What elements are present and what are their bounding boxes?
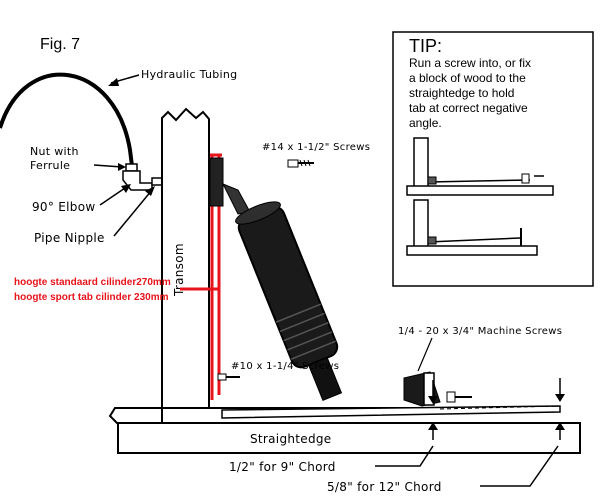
pipe-nipple-label: Pipe Nipple bbox=[34, 231, 105, 245]
ferrule-label: Ferrule bbox=[30, 159, 70, 172]
tip-line-4: tab at correct negative bbox=[409, 101, 528, 115]
trim-tab-plate bbox=[221, 405, 561, 419]
chord-9-dimension bbox=[428, 380, 438, 440]
bracket-tab bbox=[221, 183, 251, 215]
elbow-arrowhead bbox=[121, 184, 131, 193]
tubing-arrowhead bbox=[108, 78, 119, 86]
chord-12-leader bbox=[480, 445, 559, 487]
chord-9-label: 1/2" for 9" Chord bbox=[229, 460, 336, 474]
straightedge-label: Straightedge bbox=[250, 432, 331, 446]
tip-line-3: straightedge to hold bbox=[409, 86, 514, 100]
tab-bracket-plate bbox=[423, 372, 435, 406]
transom-bracket bbox=[209, 157, 224, 207]
figure-label: Fig. 7 bbox=[40, 36, 80, 53]
tip-line-5: angle. bbox=[409, 116, 442, 130]
hydraulic-tubing bbox=[0, 72, 134, 167]
tip-line-1: Run a screw into, or fix bbox=[409, 56, 531, 70]
screws-10-label: #10 x 1-1/4" Screws bbox=[231, 361, 339, 372]
screw-14-icon bbox=[287, 159, 314, 168]
ferrule-leader bbox=[93, 164, 123, 168]
nipple-arrowhead bbox=[145, 186, 155, 196]
chord-9-leader bbox=[375, 445, 434, 467]
tip-title: TIP: bbox=[409, 36, 442, 56]
hydraulic-tubing-label: Hydraulic Tubing bbox=[141, 68, 237, 81]
trim-tab-dashed-extension bbox=[439, 405, 561, 410]
standard-cylinder-height: hoogte standaard cilinder270mm bbox=[14, 277, 171, 288]
tip-illustration-1 bbox=[406, 137, 554, 196]
chord-12-dimension bbox=[555, 378, 565, 440]
ferrule-arrowhead bbox=[118, 163, 126, 171]
tip-line-2: a block of wood to the bbox=[409, 71, 526, 85]
transom-label: Transom bbox=[172, 243, 186, 297]
elbow-label: 90° Elbow bbox=[32, 200, 95, 214]
nipple-leader bbox=[113, 189, 153, 237]
sport-cylinder-height: hoogte sport tab cilinder 230mm bbox=[14, 292, 169, 303]
hydraulic-cylinder bbox=[235, 201, 343, 401]
machine-screws-label: 1/4 - 20 x 3/4" Machine Screws bbox=[398, 326, 562, 337]
screws-14-label: #14 x 1-1/2" Screws bbox=[262, 142, 370, 153]
machine-screws-leader bbox=[417, 337, 433, 372]
nut-with-label: Nut with bbox=[30, 145, 79, 158]
machine-screw-icon bbox=[446, 391, 472, 403]
chord-12-label: 5/8" for 12" Chord bbox=[327, 480, 442, 494]
screw-10-icon bbox=[217, 373, 240, 381]
straightedge bbox=[117, 422, 581, 454]
tip-illustration-2 bbox=[406, 199, 538, 256]
transom bbox=[108, 107, 210, 425]
